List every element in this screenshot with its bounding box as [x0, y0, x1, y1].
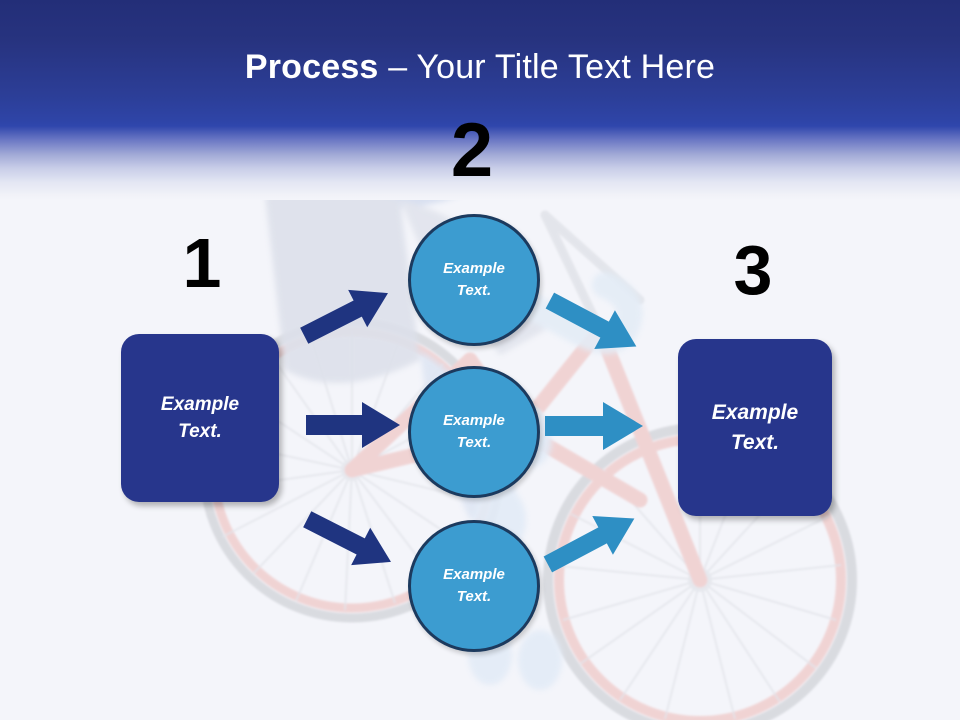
- arrow-box1-to-circle3-icon: [300, 506, 400, 576]
- step-2-circle-2-line2: Text.: [456, 434, 492, 451]
- step-2-circle-3-line1: Example: [443, 566, 505, 583]
- arrow-circle1-to-box3-icon: [542, 288, 646, 360]
- step-2-circle-1-line2: Text.: [456, 282, 492, 299]
- step-2-circle-3-text: Example Text.: [443, 564, 505, 608]
- step-2-circle-1[interactable]: Example Text.: [408, 214, 540, 346]
- step-3-box[interactable]: Example Text.: [678, 339, 832, 516]
- step-1-box-text-line1: Example: [160, 394, 240, 415]
- header-band: [0, 0, 960, 200]
- page-title-bold: Process: [244, 48, 379, 86]
- arrow-circle2-to-box3-icon: [545, 402, 645, 450]
- step-2-circle-3[interactable]: Example Text.: [408, 520, 540, 652]
- arrow-box1-to-circle1-icon: [297, 279, 397, 349]
- step-1-box-text-line2: Text.: [178, 421, 222, 442]
- step-3-box-text-line1: Example: [711, 400, 799, 424]
- step-2-circle-2-text: Example Text.: [443, 410, 505, 454]
- arrow-circle3-to-box3-icon: [540, 505, 644, 577]
- step-3-box-text: Example Text.: [712, 398, 798, 458]
- step-number-3: 3: [733, 231, 773, 309]
- step-number-1: 1: [182, 224, 222, 302]
- step-1-box-text: Example Text.: [161, 391, 239, 445]
- arrow-box1-to-circle2-icon: [306, 402, 402, 448]
- step-2-circle-3-line2: Text.: [456, 588, 492, 605]
- step-3-box-text-line2: Text.: [730, 430, 780, 454]
- page-title-rest: – Your Title Text Here: [378, 48, 716, 86]
- step-number-2: 2: [450, 108, 494, 193]
- step-1-box[interactable]: Example Text.: [121, 334, 279, 502]
- step-2-circle-1-line1: Example: [443, 260, 505, 277]
- step-2-circle-2[interactable]: Example Text.: [408, 366, 540, 498]
- page-title: Process – Your Title Text Here: [0, 47, 960, 87]
- step-2-circle-1-text: Example Text.: [443, 258, 505, 302]
- step-2-circle-2-line1: Example: [443, 412, 505, 429]
